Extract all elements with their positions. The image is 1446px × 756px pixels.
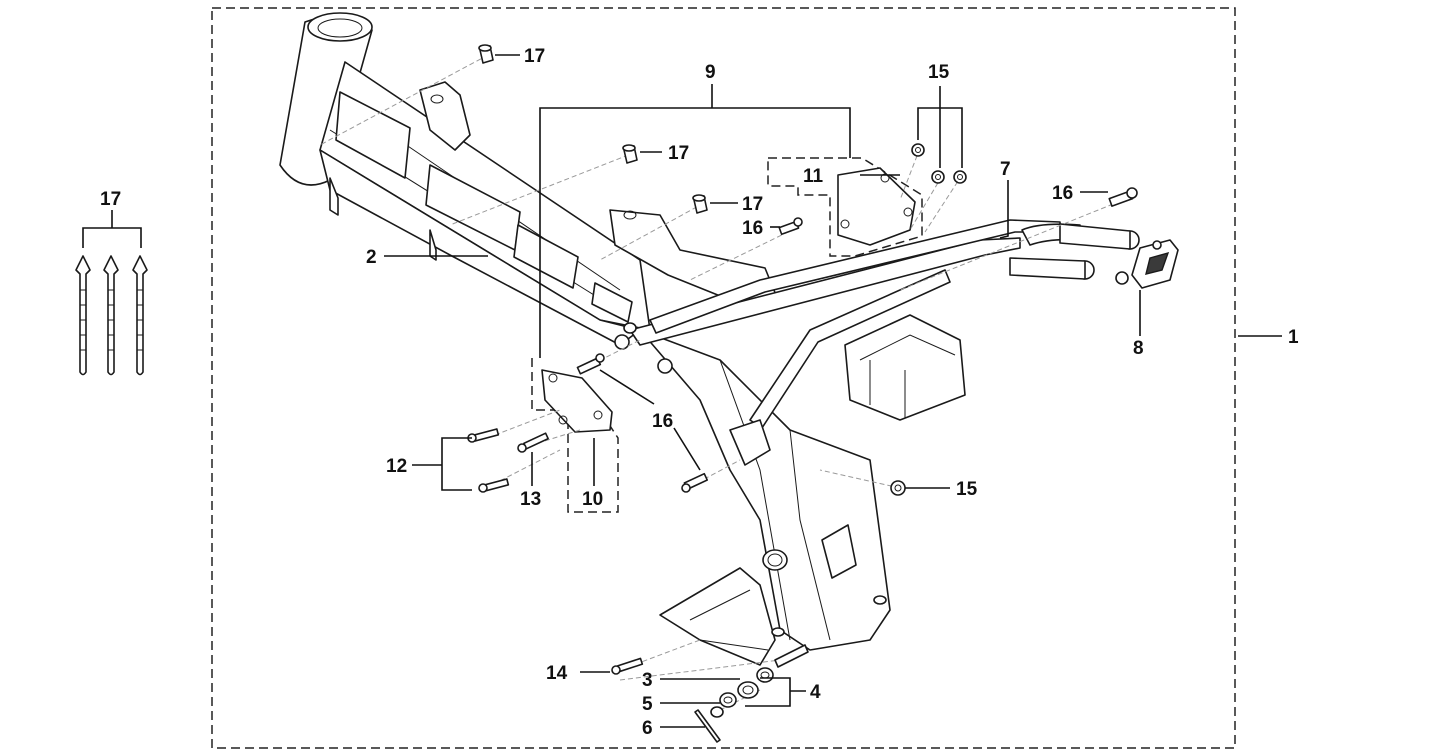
callout-12: 12 [386, 456, 407, 477]
bolt [478, 478, 510, 493]
callout-10: 10 [582, 489, 603, 510]
callout-16-right: 16 [1052, 183, 1073, 204]
callout-3: 3 [642, 670, 653, 691]
bolt [467, 428, 500, 443]
pivot-shaft [774, 644, 809, 668]
callout-9: 9 [705, 62, 716, 83]
bolt [517, 432, 549, 453]
callout-14: 14 [546, 663, 568, 684]
callout-labels: 1 2 3 4 5 6 7 8 9 10 11 12 13 14 15 15 1… [100, 46, 1299, 739]
cable-ties-group [75, 210, 148, 376]
cable-tie [75, 255, 91, 376]
pivot-seal [756, 667, 774, 683]
callout-15-top: 15 [928, 62, 950, 83]
callout-7: 7 [1000, 159, 1011, 180]
down-section [639, 329, 891, 651]
bolt [681, 472, 709, 493]
flange-nut [953, 170, 967, 184]
callout-8: 8 [1133, 338, 1144, 359]
battery-box [844, 314, 966, 421]
callout-16-lower: 16 [652, 411, 673, 432]
bolt [778, 217, 803, 236]
callout-4: 4 [810, 682, 821, 703]
bracket-box-11 [767, 157, 923, 257]
callout-11: 11 [803, 166, 824, 187]
callout-6: 6 [642, 718, 653, 739]
bracket-10 [541, 369, 613, 433]
callout-2: 2 [366, 247, 377, 268]
callout-5: 5 [642, 694, 653, 715]
cable-tie [103, 255, 119, 376]
leader-lines [384, 54, 1282, 728]
callout-17-top: 17 [524, 46, 545, 67]
push-clip [692, 194, 708, 214]
pivot-pin [694, 709, 721, 743]
bracket-11 [837, 167, 916, 246]
callout-17-mid: 17 [668, 143, 689, 164]
callout-15-right: 15 [956, 479, 978, 500]
callout-17-lower: 17 [742, 194, 763, 215]
fasteners [319, 44, 1138, 743]
push-clip [478, 44, 494, 64]
callout-13: 13 [520, 489, 541, 510]
flange-nut [931, 170, 945, 184]
pivot-bushing [737, 681, 759, 699]
pivot-collar [719, 692, 737, 708]
rear-bumper-8 [1115, 239, 1179, 289]
bolt [576, 353, 605, 375]
push-clip [622, 144, 638, 164]
flange-nut [911, 143, 925, 157]
washer [710, 706, 724, 718]
kit-boundary-box [211, 7, 1236, 749]
flange-nut [890, 480, 906, 496]
bolt [1108, 187, 1138, 207]
callout-17-ties: 17 [100, 189, 121, 210]
callout-1: 1 [1288, 327, 1299, 348]
callout-16-center: 16 [742, 218, 763, 239]
bracket-box-10 [531, 358, 619, 513]
bolt [611, 657, 644, 675]
cable-tie [132, 255, 148, 376]
main-frame [279, 12, 1140, 666]
